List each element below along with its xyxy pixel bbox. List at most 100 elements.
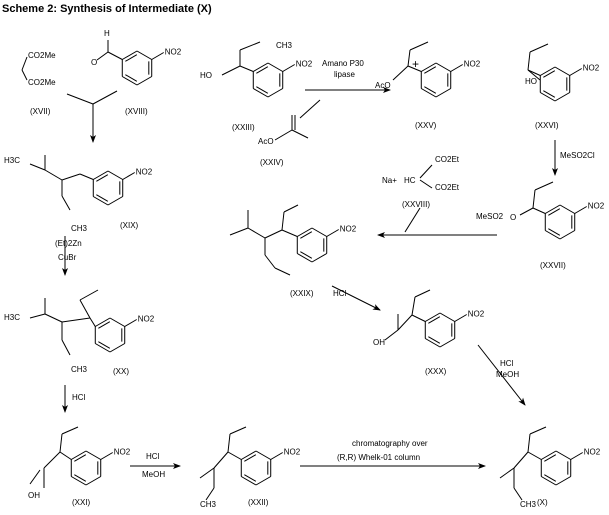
label-xxiii: (XXIII) <box>232 123 255 132</box>
ring-bond <box>540 92 556 102</box>
nitro-group: NO2 <box>583 64 600 73</box>
ring-double-bond <box>543 90 556 98</box>
ring-double-bond <box>548 228 561 236</box>
ring-double-bond <box>125 54 138 62</box>
ring-bond <box>541 450 557 460</box>
ring-double-bond <box>96 174 109 182</box>
nitro-bond <box>450 64 463 72</box>
nitro-bond <box>122 172 135 180</box>
ring-bond <box>541 476 557 486</box>
chain-bond <box>414 289 431 298</box>
convergent-line <box>66 93 94 105</box>
chain-bond <box>229 227 249 236</box>
ring-double-bond <box>256 86 269 94</box>
reagent-cubr: CuBr <box>58 253 77 262</box>
chain-bond <box>411 314 426 322</box>
ring-bond <box>425 312 441 322</box>
chain-bond <box>21 56 28 71</box>
nitro-group: NO2 <box>340 225 357 234</box>
ring-bond <box>555 476 571 486</box>
atom: HC <box>404 176 416 185</box>
structure-bonds <box>21 40 587 501</box>
ring-double-bond <box>543 70 556 78</box>
chain-bond <box>61 317 91 323</box>
atom: O <box>510 213 516 222</box>
chain-bond <box>274 129 293 141</box>
ring-bond <box>241 476 257 486</box>
chain-bond <box>79 173 94 180</box>
atom: O <box>91 58 97 67</box>
ring-bond <box>95 343 111 353</box>
chain-bond <box>61 426 79 435</box>
label-xxx: (XXX) <box>425 367 447 376</box>
atom: CH3 <box>276 41 293 50</box>
reaction-arrows <box>62 87 558 469</box>
atom: OH <box>28 491 40 500</box>
ring-bond <box>267 62 283 72</box>
bond <box>199 467 215 479</box>
nitro-group: NO2 <box>138 315 155 324</box>
chain-bond <box>532 189 536 209</box>
atom: HO <box>200 71 212 80</box>
reagent-mesyl-chloride: MeSO2Cl <box>560 151 595 160</box>
atom: CO2Me <box>28 51 56 60</box>
chain-bond <box>513 451 529 469</box>
chain-bond <box>59 451 72 460</box>
chain-bond <box>283 204 299 213</box>
ring-bond <box>122 50 138 60</box>
reagent-chromatography-2: (R,R) Whelk-01 column <box>337 453 420 462</box>
chain-bond <box>239 65 254 72</box>
ring-bond <box>93 170 109 180</box>
chain-bond <box>205 487 215 501</box>
nitro-bond <box>124 319 137 327</box>
label-xxii: (XXII) <box>248 498 269 507</box>
chain-bond <box>59 433 63 453</box>
reagent-lipase-2: lipase <box>334 70 355 79</box>
chain-bond <box>291 129 309 139</box>
nitro-group: NO2 <box>588 202 605 211</box>
reagent-chromatography-1: chromatography over <box>352 439 428 448</box>
chain-bond <box>61 195 71 211</box>
ring-bond <box>311 253 327 263</box>
chain-bond <box>407 65 422 72</box>
nitro-group: NO2 <box>136 168 153 177</box>
chain-bond <box>89 317 96 327</box>
ring-double-bond <box>428 336 441 344</box>
chain-bond <box>79 289 99 301</box>
atom-labels: CO2Me CO2Me H O HO CH3 AcO AcO HO MeSO2 … <box>4 29 605 509</box>
atom: HO <box>525 77 537 86</box>
chain-bond <box>239 41 261 51</box>
nitro-group: NO2 <box>114 448 131 457</box>
label-xviii: (XVIII) <box>125 107 148 116</box>
label-xxviii: (XXVIII) <box>402 200 430 209</box>
ring-bond <box>253 62 269 72</box>
label-xix: (XIX) <box>120 221 139 230</box>
reagent-lipase-1: Amano P30 <box>322 59 364 68</box>
label-xxi: (XXI) <box>72 498 91 507</box>
chain-bond <box>513 487 523 501</box>
label-xxix: (XXIX) <box>290 289 314 298</box>
atom: AcO <box>258 137 274 146</box>
chain-bond <box>281 211 285 231</box>
ring-bond <box>95 317 111 327</box>
bond <box>29 469 41 485</box>
ring-bond <box>253 88 269 98</box>
xxiv-branch <box>299 99 321 119</box>
ring-bond <box>122 76 138 86</box>
chain-bond <box>107 51 123 60</box>
atom: OH <box>373 338 385 347</box>
nitro-group: NO2 <box>468 310 485 319</box>
chain-bond <box>527 69 541 81</box>
nitro-bond <box>100 452 113 460</box>
ring-bond <box>71 476 87 486</box>
nitro-group: NO2 <box>165 48 182 57</box>
label-xxiv: (XXIV) <box>260 158 284 167</box>
reagent-diethylzinc: (Et)2Zn <box>55 239 82 248</box>
reagent-hcl-d: HCl <box>500 359 514 368</box>
plus-sign: + <box>412 57 419 71</box>
chain-bond <box>519 207 534 216</box>
chain-bond <box>409 41 429 51</box>
nitro-group: NO2 <box>584 448 601 457</box>
chain-bond <box>527 451 542 460</box>
